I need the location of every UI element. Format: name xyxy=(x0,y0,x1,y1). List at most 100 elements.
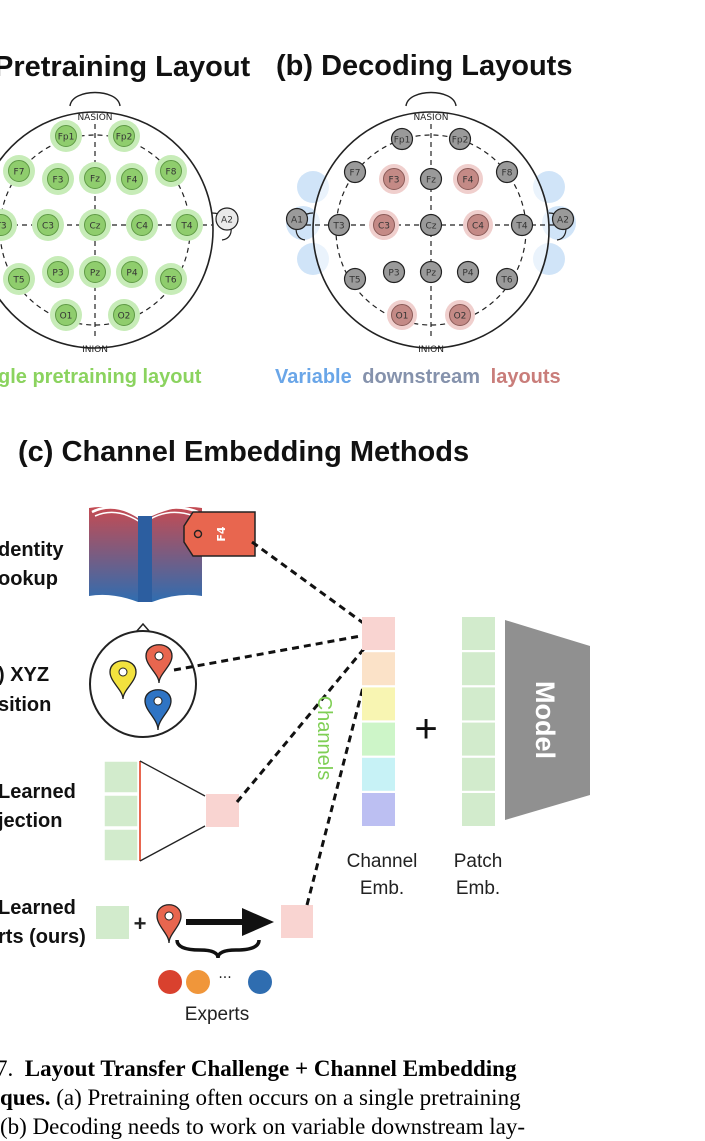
experts-input xyxy=(96,906,129,939)
electrode-label: T4 xyxy=(180,221,192,231)
book-icon xyxy=(89,506,202,602)
electrode-label: Fz xyxy=(90,174,100,184)
experts-output xyxy=(281,905,313,938)
electrode-label: T4 xyxy=(515,221,527,231)
projection-input xyxy=(103,760,141,862)
electrode-label: F3 xyxy=(389,175,400,185)
method-1-line-1: dentity xyxy=(0,539,64,561)
electrode-t6: T6 xyxy=(155,263,187,295)
projection-output xyxy=(206,794,239,827)
caption-line-2-text: (a) Pretraining often occurs on a single… xyxy=(50,1085,521,1110)
electrode-a2: A2 xyxy=(215,207,239,231)
electrode-label: F4 xyxy=(127,175,138,185)
electrode-o2: O2 xyxy=(108,299,140,331)
electrode-label: F8 xyxy=(166,167,177,177)
connector-line xyxy=(173,631,378,672)
electrode-f7: F7 xyxy=(3,155,35,187)
patch-embedding-cell xyxy=(462,687,495,721)
electrode-c3: C3 xyxy=(32,209,64,241)
electrode-f3: F3 xyxy=(42,163,74,195)
electrode-label: T5 xyxy=(12,275,24,285)
electrode-label: T3 xyxy=(332,221,344,231)
electrode-label: C4 xyxy=(472,221,484,231)
electrode-label: Fp2 xyxy=(116,132,133,142)
electrode-label: T3 xyxy=(0,221,7,231)
electrode-o1: O1 xyxy=(50,299,82,331)
electrode-label: C3 xyxy=(378,221,390,231)
electrode-label: Fz xyxy=(426,175,436,185)
electrode-f4: F4 xyxy=(453,164,483,194)
plus-sign: + xyxy=(414,707,437,751)
electrode-t3: T3 xyxy=(0,209,17,241)
patch-embedding-cell xyxy=(462,617,495,650)
electrode-p4: P4 xyxy=(116,256,148,288)
electrode-label: O1 xyxy=(60,311,73,321)
electrode-f8: F8 xyxy=(155,155,187,187)
channel-embedding-cell xyxy=(362,757,395,791)
electrode-cz: Cz xyxy=(79,209,111,241)
projection-edge xyxy=(139,825,206,862)
method-3-line-2: jection xyxy=(0,810,62,832)
caption-line-2-bold: ques. xyxy=(0,1085,51,1110)
electrode-label: F8 xyxy=(502,168,513,178)
channel-embedding-cell xyxy=(362,652,395,686)
electrode-label: Cz xyxy=(89,221,100,231)
electrode-a2: A2 xyxy=(551,207,575,231)
channel-embedding-column xyxy=(362,617,395,826)
electrode-t4: T4 xyxy=(510,213,534,237)
electrode-label: Fp2 xyxy=(452,135,469,145)
panel-a-title: Pretraining Layout xyxy=(0,51,251,83)
nose-a xyxy=(69,91,121,107)
electrode-fp1: Fp1 xyxy=(50,120,82,152)
electrode-f3: F3 xyxy=(379,164,409,194)
electrode-label: Pz xyxy=(426,268,436,278)
electrode-fz: Fz xyxy=(79,162,111,194)
expert-dot xyxy=(186,970,210,994)
channel-embedding-cell xyxy=(362,722,395,756)
electrode-fp2: Fp2 xyxy=(448,127,472,151)
electrode-p3: P3 xyxy=(382,260,406,284)
electrode-c4: C4 xyxy=(463,210,493,240)
patch-emb-line-2: Emb. xyxy=(456,878,500,899)
electrode-label: T6 xyxy=(164,275,176,285)
channel-emb-line-1: Channel xyxy=(347,851,418,872)
method-1-line-2: ookup xyxy=(0,568,58,590)
electrode-t5: T5 xyxy=(343,267,367,291)
legend-b-variable: Variable xyxy=(275,366,352,388)
electrode-pz: Pz xyxy=(79,256,111,288)
connector-line xyxy=(235,632,379,803)
electrode-fp1: Fp1 xyxy=(390,127,414,151)
electrode-label: A2 xyxy=(557,215,569,225)
electrode-label: P4 xyxy=(462,268,473,278)
legend-a: gle pretraining layout xyxy=(0,366,202,388)
method-4-line-1: Learned xyxy=(0,897,76,919)
electrode-pz: Pz xyxy=(419,260,443,284)
electrode-label: P3 xyxy=(388,268,399,278)
electrode-label: F7 xyxy=(350,168,361,178)
electrode-t3: T3 xyxy=(327,213,351,237)
legend-b-downstream: downstream xyxy=(362,366,480,388)
electrode-p4: P4 xyxy=(456,260,480,284)
pin-icon xyxy=(156,904,182,944)
experts-ellipsis: ··· xyxy=(218,970,231,986)
caption-title: Layout Transfer Challenge + Channel Embe… xyxy=(24,1056,517,1081)
patch-embedding-column xyxy=(462,617,495,826)
patch-embedding-cell xyxy=(462,793,495,826)
electrode-a1: A1 xyxy=(285,207,309,231)
method-2-line-1: ) XYZ xyxy=(0,664,49,686)
electrode-f8: F8 xyxy=(495,160,519,184)
electrode-label: P3 xyxy=(52,268,63,278)
electrode-label: O2 xyxy=(454,311,467,321)
electrode-label: O1 xyxy=(396,311,409,321)
patch-embedding-cell xyxy=(462,652,495,686)
electrode-label: Cz xyxy=(425,221,436,231)
expert-dot xyxy=(248,970,272,994)
expert-dot xyxy=(158,970,182,994)
legend-b: Variable downstream layouts xyxy=(275,366,561,388)
electrode-t6: T6 xyxy=(495,267,519,291)
arrow-icon xyxy=(186,908,274,936)
channel-embedding-cell xyxy=(362,793,395,826)
pin-icon xyxy=(144,689,172,731)
electrode-o1: O1 xyxy=(387,300,417,330)
electrode-cz: Cz xyxy=(419,213,443,237)
